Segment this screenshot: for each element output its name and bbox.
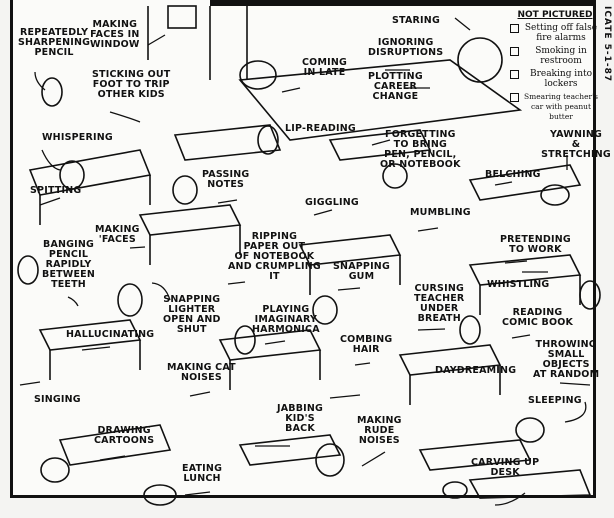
- label-banging-pencil: Banging pencil rapidly between teeth: [42, 239, 96, 290]
- label-repeatedly-sharpening-pencil: Repeatedly sharpening pencil: [18, 27, 91, 58]
- label-making-faces: Making 'faces: [95, 224, 140, 245]
- label-whispering: Whispering: [42, 132, 113, 143]
- label-giggling: Giggling: [305, 197, 359, 208]
- label-staring: Staring: [392, 15, 440, 26]
- label-mumbling: Mumbling: [410, 207, 471, 218]
- label-yawning-stretching: Yawning & stretching: [541, 129, 611, 160]
- student-figures: [17, 60, 601, 506]
- checkbox-icon: [510, 24, 519, 33]
- label-ripping-paper: Ripping paper out of notebook and crumpl…: [228, 231, 321, 282]
- label-combing-hair: Combing hair: [340, 334, 393, 355]
- label-forgetting-to-bring: Forgetting to bring pen, pencil, or note…: [380, 129, 461, 170]
- label-plotting-career-change: Plotting career change: [368, 71, 423, 102]
- label-sleeping: Sleeping: [528, 395, 582, 406]
- label-carving-up-desk: Carving up desk: [471, 457, 540, 478]
- not-pictured-item: Breaking into lockers: [510, 69, 600, 89]
- not-pictured-list: NOT PICTURED Setting off false fire alar…: [510, 10, 600, 125]
- label-making-faces-in-window: Making faces in window: [90, 19, 140, 50]
- label-eating-lunch: Eating lunch: [182, 463, 223, 484]
- teacher-figure: [457, 37, 503, 83]
- label-jabbing-kids-back: Jabbing kid's back: [277, 403, 324, 434]
- label-making-cat-noises: Making cat noises: [167, 362, 236, 383]
- label-playing-harmonica: Playing imaginary harmonica: [252, 304, 320, 335]
- label-snapping-lighter: Snapping lighter open and shut: [163, 294, 221, 335]
- pointer-arrows: [19, 17, 591, 506]
- label-singing: Singing: [34, 394, 81, 405]
- label-coming-in-late: Coming in late: [302, 57, 347, 78]
- not-pictured-item: Smearing teacher's car with peanut butte…: [510, 92, 600, 122]
- label-belching: Belching: [485, 169, 541, 180]
- label-hallucinating: Hallucinating: [66, 329, 155, 340]
- label-making-rude-noises: Making rude noises: [357, 415, 402, 446]
- teacher-desk: [238, 59, 523, 141]
- checkbox-icon: [510, 70, 519, 79]
- label-reading-comic-book: Reading comic book: [502, 307, 574, 328]
- label-lip-reading: Lip-reading: [285, 123, 356, 134]
- label-sticking-out-foot: Sticking out foot to trip other kids: [92, 69, 171, 100]
- window-drawing: [167, 5, 197, 29]
- label-snapping-gum: Snapping gum: [333, 261, 390, 282]
- student-desks: [28, 124, 592, 499]
- not-pictured-item: Smoking in restroom: [510, 46, 600, 66]
- not-pictured-item: Setting off false fire alarms: [510, 23, 600, 43]
- desk-legs: [39, 175, 581, 405]
- label-passing-notes: Passing notes: [202, 169, 250, 190]
- label-ignoring-disruptions: Ignoring disruptions: [368, 37, 444, 58]
- not-pictured-title: NOT PICTURED: [517, 10, 593, 20]
- label-pretending-to-work: Pretending to work: [500, 234, 571, 255]
- label-cursing-teacher: Cursing teacher under breath: [414, 283, 465, 324]
- label-throwing-small-objects: Throwing small objects at random: [533, 339, 600, 380]
- checkbox-icon: [510, 47, 519, 56]
- panel-top-bar: [210, 0, 596, 6]
- label-whistling: Whistling: [487, 279, 550, 290]
- label-daydreaming: Daydreaming: [435, 365, 517, 376]
- label-spitting: Spitting: [30, 185, 82, 196]
- comic-panel: [10, 0, 596, 498]
- label-drawing-cartoons: Drawing cartoons: [94, 425, 155, 446]
- syndicate-credit: ICATE 5-1-87: [602, 6, 612, 83]
- checkbox-icon: [510, 93, 519, 102]
